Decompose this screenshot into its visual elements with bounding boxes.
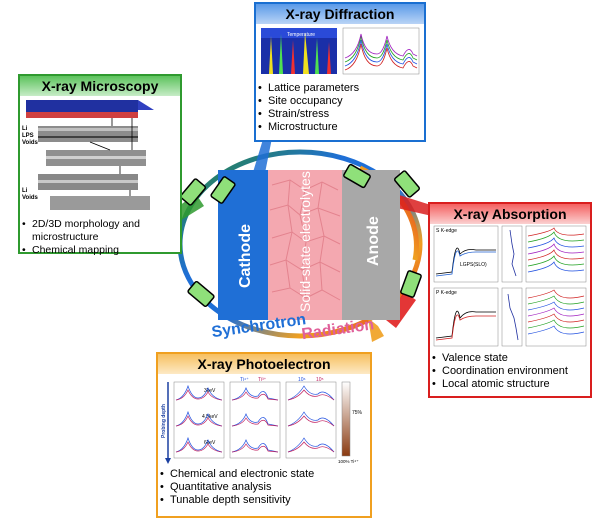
connector-block bbox=[400, 270, 422, 298]
absorption-title: X-ray Absorption bbox=[430, 204, 590, 224]
absorption-fig-label: S K-edge bbox=[436, 228, 457, 234]
microscopy-panel: X-ray Microscopy Li LPS Voids Li bbox=[18, 74, 182, 257]
electrolyte-layer bbox=[268, 170, 342, 320]
cathode-label: Cathode bbox=[237, 224, 254, 288]
diffraction-item: Site occupancy bbox=[258, 95, 424, 108]
diffraction-item: Strain/stress bbox=[258, 108, 424, 121]
energy-label: 4.5keV bbox=[202, 414, 218, 420]
scale-label: 75% bbox=[352, 410, 363, 416]
absorption-panel: X-ray Absorption S K-edge LGPS(SLO) P K-… bbox=[428, 202, 592, 398]
connector-block bbox=[210, 176, 236, 204]
photoelectron-title: X-ray Photoelectron bbox=[158, 354, 370, 374]
diffraction-figure: Temperature bbox=[261, 27, 420, 75]
depth-scale-bar bbox=[341, 381, 351, 457]
beamline-photoelectron bbox=[368, 318, 384, 342]
photoelectron-figure: Probing depth 3keV 4.5keV 6keV Ti⁴⁺ Ti³⁺… bbox=[161, 377, 363, 464]
diffraction-title: X-ray Diffraction bbox=[256, 4, 424, 24]
layer-label-voids: Voids bbox=[22, 195, 38, 201]
anode-label: Anode bbox=[365, 216, 382, 266]
diffraction-item: Microstructure bbox=[258, 121, 424, 134]
anode-layer bbox=[342, 170, 400, 320]
photoelectron-item: Tunable depth sensitivity bbox=[160, 494, 370, 507]
microscopy-item: 2D/3D morphology and microstructure bbox=[22, 218, 180, 244]
diffraction-panel: X-ray Diffraction Temperature Lattice pa… bbox=[254, 2, 426, 142]
microscopy-item: Chemical mapping bbox=[22, 244, 180, 257]
photoelectron-item: Quantitative analysis bbox=[160, 481, 370, 494]
column-label: Ti³⁺ bbox=[258, 377, 267, 383]
connector-block bbox=[343, 163, 371, 189]
microscopy-figure bbox=[26, 100, 154, 210]
absorption-item: Coordination environment bbox=[432, 365, 590, 378]
microscopy-title: X-ray Microscopy bbox=[20, 76, 180, 96]
probing-depth-label: Probing depth bbox=[161, 404, 167, 438]
column-label: Ti⁴⁺ bbox=[240, 377, 249, 383]
connector-block bbox=[187, 280, 215, 308]
ring-label-radiation: Radiation bbox=[301, 316, 376, 343]
photoelectron-item: Chemical and electronic state bbox=[160, 468, 370, 481]
connector-block bbox=[393, 170, 421, 198]
diffraction-fig-label: Temperature bbox=[287, 32, 315, 38]
diffraction-item: Lattice parameters bbox=[258, 82, 424, 95]
column-label: 10⁵ bbox=[316, 377, 324, 383]
energy-label: 6keV bbox=[204, 440, 216, 446]
layer-label-lps: LPS bbox=[22, 133, 34, 139]
layer-label-li: Li bbox=[22, 188, 28, 194]
electrolyte-label: Solid-state electrolytes bbox=[297, 171, 313, 312]
connector-block bbox=[179, 178, 207, 206]
photoelectron-panel: X-ray Photoelectron Probing depth 3keV 4… bbox=[156, 352, 372, 518]
absorption-figure: S K-edge LGPS(SLO) P K-edge bbox=[433, 225, 587, 347]
scale-label: 100% Ti⁴⁺ bbox=[338, 459, 359, 464]
absorption-item: Valence state bbox=[432, 352, 590, 365]
energy-label: 3keV bbox=[204, 388, 216, 394]
layer-label-li: Li bbox=[22, 126, 28, 132]
layer-label-voids: Voids bbox=[22, 140, 38, 146]
absorption-fig-label: P K-edge bbox=[436, 290, 457, 296]
column-label: 10⁶ bbox=[298, 377, 306, 383]
absorption-item: Local atomic structure bbox=[432, 378, 590, 391]
absorption-fig-label: LGPS(SLO) bbox=[460, 262, 487, 268]
